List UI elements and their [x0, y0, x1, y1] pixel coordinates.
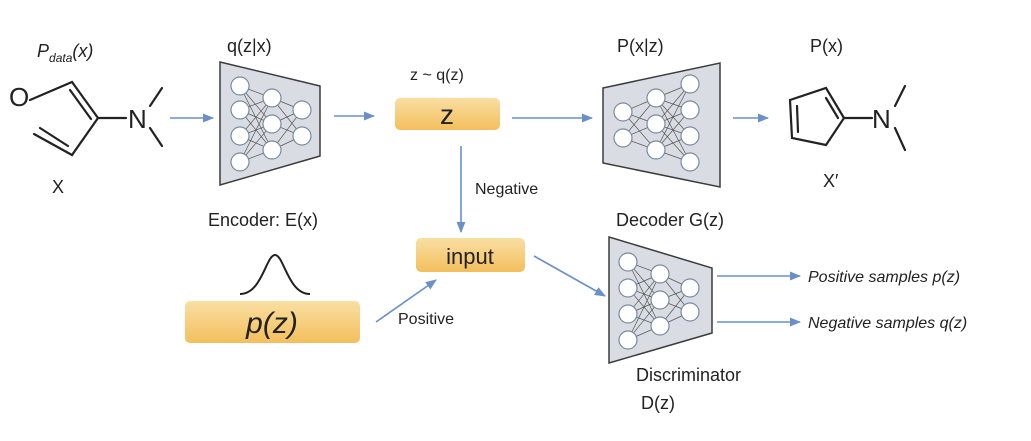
- network-node: [613, 128, 633, 148]
- network-node: [230, 126, 250, 146]
- decoder-bottom-label: Decoder G(z): [616, 210, 724, 230]
- network-node: [646, 88, 666, 108]
- input-var-label: X: [52, 177, 64, 197]
- encoder-network: q(z|x) Encoder: E(x): [208, 36, 321, 230]
- discriminator-nodes: [618, 252, 700, 350]
- network-node: [650, 264, 670, 284]
- network-node: [292, 126, 312, 146]
- input-dist-label: Pdata(x): [37, 41, 93, 65]
- network-node: [292, 100, 312, 120]
- nitrogen-atom-out: N: [872, 104, 891, 134]
- network-node: [680, 126, 700, 146]
- ring-double-bond-2: [824, 96, 840, 120]
- latent-z-box: [395, 98, 500, 130]
- network-node: [230, 76, 250, 96]
- network-node: [680, 302, 700, 322]
- gaussian-curve-icon: [239, 253, 311, 295]
- discriminator-network: Discriminator D(z): [608, 235, 741, 413]
- decoder-network: P(x|z) Decoder G(z): [602, 36, 724, 230]
- network-node: [618, 304, 638, 324]
- network-node: [680, 74, 700, 94]
- network-node: [618, 330, 638, 350]
- decoder-nodes: [613, 74, 700, 172]
- prior-pz-box: [185, 301, 360, 343]
- network-edge: [239, 97, 273, 163]
- disc-input-box: [416, 238, 525, 272]
- network-node: [646, 114, 666, 134]
- network-edge: [239, 85, 273, 151]
- positive-samples-label: Positive samples p(z): [808, 269, 960, 286]
- network-node: [680, 152, 700, 172]
- network-node: [646, 140, 666, 160]
- decoder-top-label: P(x|z): [617, 36, 664, 56]
- network-edge: [655, 83, 691, 151]
- discriminator-label-line1: Discriminator: [636, 365, 741, 385]
- methyl-bond-2: [148, 126, 164, 148]
- prior-pz-box-label: p(z): [245, 307, 298, 340]
- network-edge: [627, 273, 661, 341]
- arrow-input-to-discriminator: [533, 255, 606, 297]
- network-node: [262, 114, 282, 134]
- network-node: [230, 152, 250, 172]
- encoder-bottom-label: Encoder: E(x): [208, 210, 318, 230]
- network-node: [230, 100, 250, 120]
- network-node: [680, 278, 700, 298]
- negative-label: Negative: [475, 181, 538, 198]
- latent-z: z ~ q(z) z: [395, 67, 500, 130]
- network-node: [650, 316, 670, 336]
- prior-pz: p(z): [185, 301, 360, 343]
- network-node: [613, 102, 633, 122]
- encoder-nodes: [230, 76, 312, 172]
- network-node: [262, 140, 282, 160]
- network-node: [618, 252, 638, 272]
- methyl-bond-out-1: [893, 84, 907, 108]
- methyl-bond-out-2: [893, 126, 907, 152]
- arrow-pz-to-input: [375, 279, 437, 323]
- network-node: [650, 290, 670, 310]
- methyl-bond-1: [148, 86, 164, 108]
- disc-input: input: [416, 238, 525, 272]
- network-node: [618, 278, 638, 298]
- nitrogen-atom: N: [128, 104, 147, 134]
- output-dist-label: P(x): [810, 36, 843, 56]
- positive-label: Positive: [398, 311, 454, 328]
- latent-top-label: z ~ q(z): [410, 67, 464, 84]
- disc-input-box-label: input: [446, 244, 494, 269]
- output-molecule: P(x) N X′: [788, 36, 907, 191]
- negative-samples-label: Negative samples q(z): [808, 315, 967, 332]
- ring-double-bond-1: [795, 104, 800, 134]
- network-node: [680, 100, 700, 120]
- cyclopentadiene-ring: [788, 86, 846, 147]
- encoder-top-label: q(z|x): [227, 36, 272, 56]
- latent-z-box-label: z: [440, 99, 454, 130]
- furan-double-bond-2: [38, 126, 70, 148]
- output-var-label: X′: [823, 171, 839, 191]
- furan-double-bond-1: [68, 88, 93, 121]
- oxygen-atom: O: [9, 82, 29, 112]
- discriminator-label-line2: D(z): [641, 393, 675, 413]
- input-molecule: Pdata(x) O N X: [9, 41, 164, 197]
- network-node: [262, 88, 282, 108]
